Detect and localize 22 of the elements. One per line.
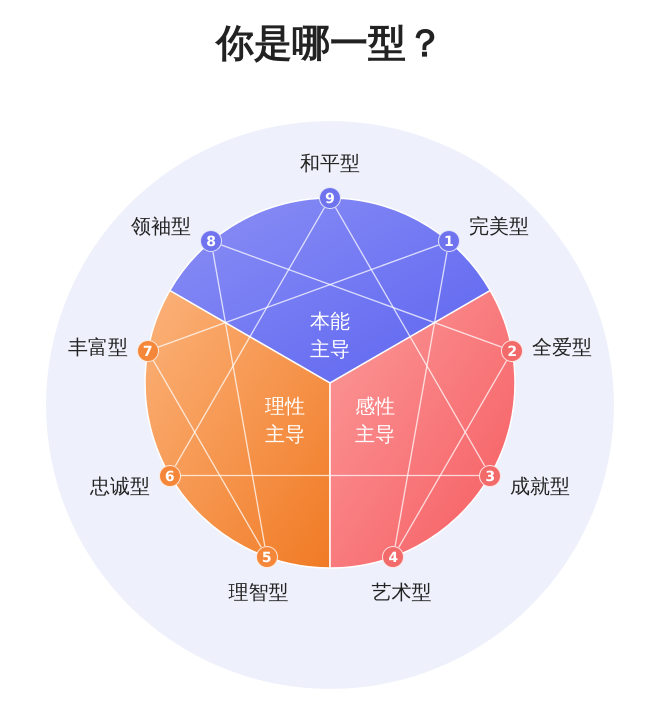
connector-line — [180, 474, 480, 476]
type-label: 完美型 — [468, 212, 529, 240]
type-label: 和平型 — [299, 150, 361, 177]
connector-line — [334, 207, 486, 466]
type-label: 全爱型 — [532, 334, 592, 362]
connector-line — [221, 244, 502, 348]
type-label: 艺术型 — [370, 578, 432, 606]
sector-label: 本能主导 — [309, 308, 351, 363]
type-label: 忠诚型 — [88, 472, 150, 500]
type-label: 丰富型 — [66, 334, 128, 362]
connector-line — [158, 244, 439, 348]
connector-line — [152, 360, 262, 548]
connector-line — [398, 360, 508, 548]
title: 你是哪一型？ — [214, 20, 445, 67]
type-label: 成就型 — [510, 472, 570, 500]
connector-line — [394, 252, 448, 546]
sector-label: 理性主导 — [264, 393, 306, 448]
connector-line — [174, 207, 326, 466]
connector-line — [212, 252, 266, 546]
type-label: 领袖型 — [130, 212, 192, 240]
sector-label: 感性主导 — [354, 393, 396, 448]
type-label: 理智型 — [228, 578, 290, 606]
